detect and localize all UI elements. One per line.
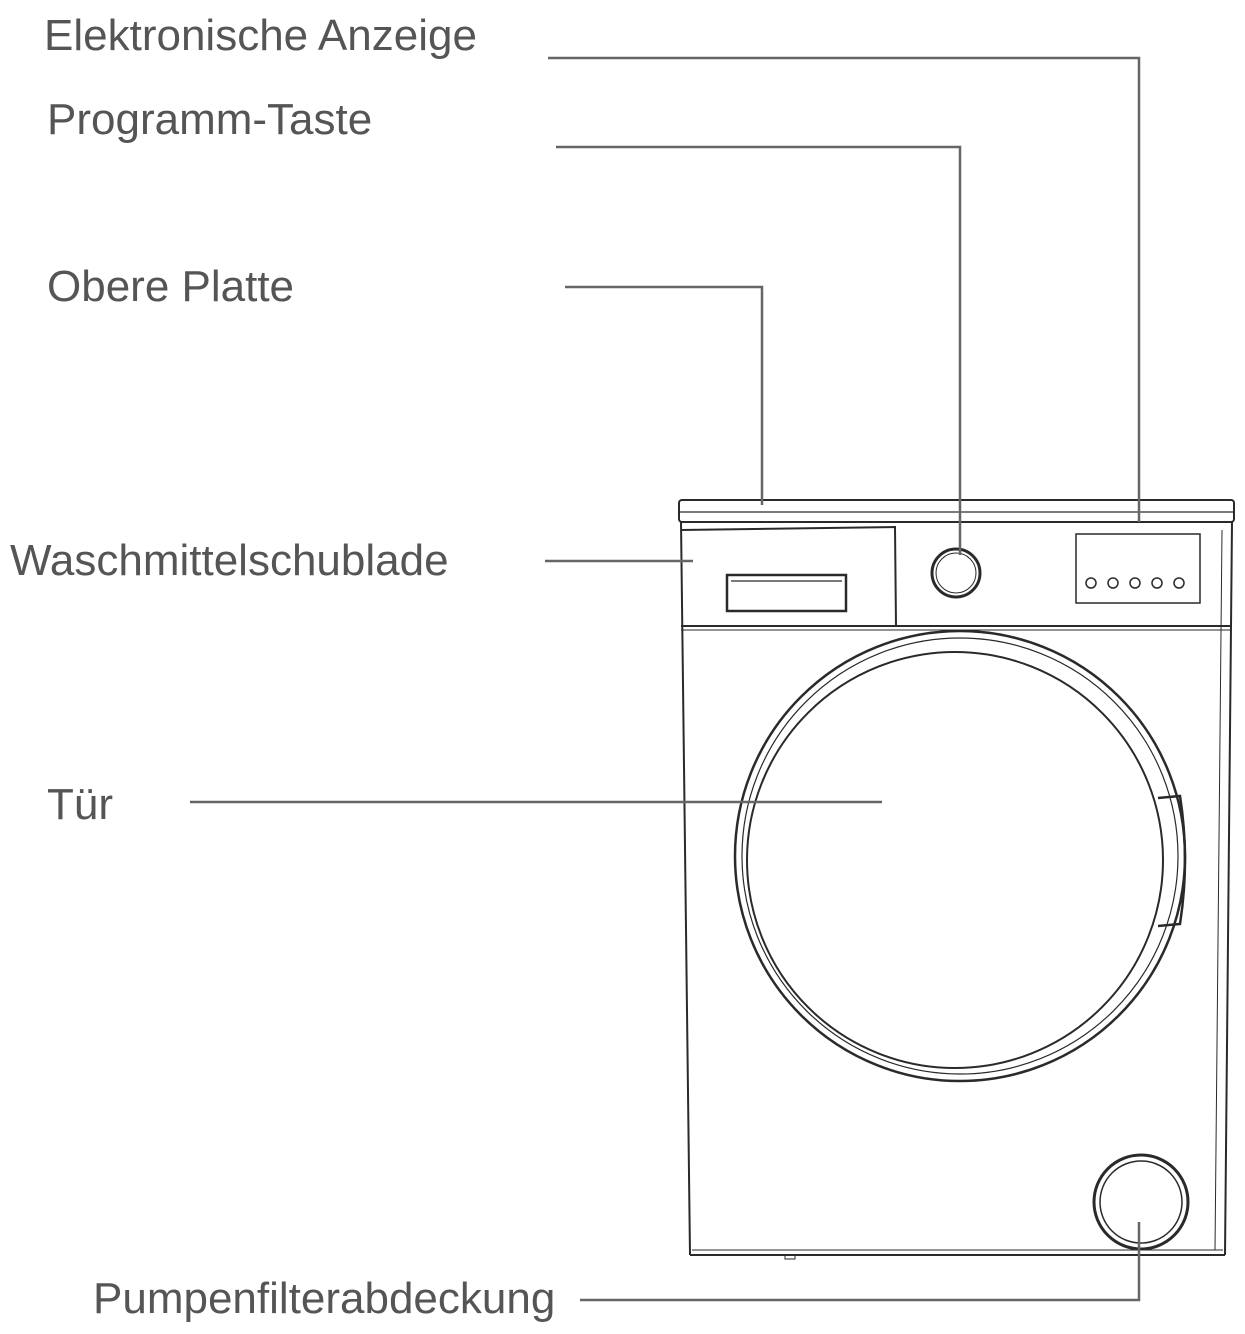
label-program-button: Programm-Taste — [47, 95, 373, 144]
label-pump-filter-cover: Pumpenfilterabdeckung — [93, 1274, 556, 1323]
label-electronic-display: Elektronische Anzeige — [44, 11, 477, 60]
label-door: Tür — [47, 780, 113, 829]
leader-line-top-panel — [565, 285, 764, 505]
pump-filter-cover — [1092, 1153, 1190, 1251]
top-panel — [678, 499, 1235, 523]
door — [733, 629, 1187, 1083]
washing-machine-drawing — [678, 499, 1235, 1260]
label-detergent-drawer: Waschmittelschublade — [10, 536, 449, 585]
leader-line-electronic-display — [548, 56, 1141, 522]
leader-line-pump-filter-cover — [580, 1222, 1141, 1302]
cabinet-body — [680, 521, 1233, 1260]
detergent-drawer — [680, 525, 897, 627]
leader-lines — [190, 56, 1141, 1302]
door-handle — [1157, 794, 1187, 928]
electronic-display-panel — [1075, 533, 1201, 604]
leader-line-program-button — [556, 145, 962, 555]
program-knob — [930, 547, 982, 599]
label-top-panel: Obere Platte — [47, 262, 295, 311]
